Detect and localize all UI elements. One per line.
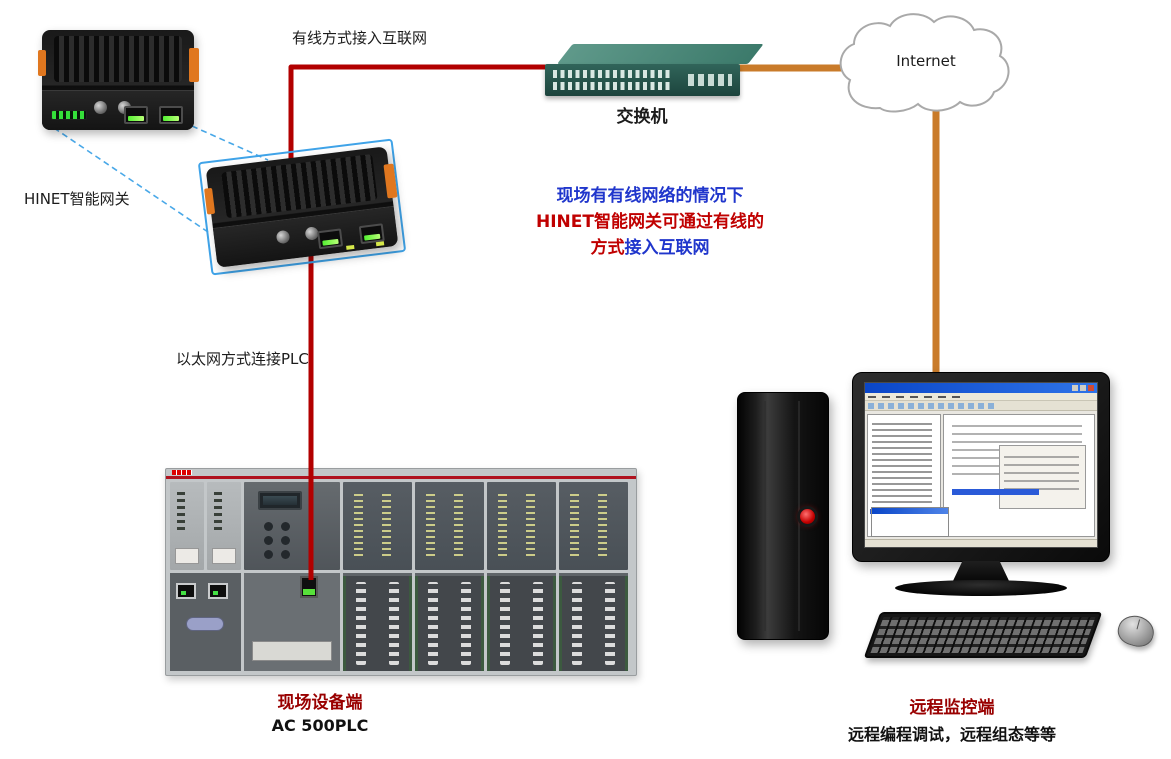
status-led-strip — [51, 110, 88, 120]
plc-terminal-block — [343, 573, 412, 671]
ethernet-port — [124, 106, 149, 124]
plc-power-module — [170, 482, 204, 570]
monitor-bezel — [852, 372, 1110, 562]
cpu-display — [258, 491, 302, 510]
callout-line-bottom — [53, 127, 209, 233]
internet-label: Internet — [896, 52, 956, 70]
app-statusbar — [865, 539, 1097, 547]
app-toolbar — [865, 401, 1097, 411]
note-line-2: HINET智能网关可通过有线的 — [536, 212, 764, 232]
switch-uplink-ports — [688, 74, 732, 86]
plc-cpu-module — [244, 482, 340, 570]
plc-red-stripe — [166, 476, 636, 479]
monitor-stand — [952, 561, 1010, 583]
app-menubar — [865, 393, 1097, 401]
antenna-connector — [275, 229, 291, 245]
gateway-vent-top — [54, 36, 182, 82]
plc-io-module — [487, 482, 556, 570]
plc-brand-mark — [172, 470, 192, 475]
cpu-keypad — [264, 522, 273, 531]
plc-lan-socket — [300, 576, 318, 598]
wired-access-note: 现场有有线网络的情况下 HINET智能网关可通过有线的 方式接入互联网 — [470, 183, 830, 261]
tower-panel-seam — [764, 401, 766, 631]
app-secondary-window — [871, 507, 949, 537]
plc-terminal-block — [487, 573, 556, 671]
keyboard — [863, 612, 1103, 658]
plc-comm-module — [207, 482, 241, 570]
plc-terminal-row — [170, 573, 632, 671]
hinet-gateway-enlarged — [205, 146, 399, 268]
pc-tower — [737, 392, 829, 640]
link-led — [346, 244, 355, 250]
plc-io-module — [559, 482, 628, 570]
site-subtitle: AC 500PLC — [271, 716, 369, 735]
plc-terminal-block — [415, 573, 484, 671]
app-work-area — [943, 414, 1095, 537]
switch-label: 交换机 — [616, 107, 668, 127]
wan-port — [317, 228, 344, 250]
note-line-1: 现场有有线网络的情况下 — [556, 186, 744, 206]
plc-io-module — [343, 482, 412, 570]
network-switch — [545, 44, 764, 96]
plc-link-label: 以太网方式连接PLC — [176, 350, 309, 368]
gateway-vent-top — [220, 154, 379, 219]
plc-wide-connector — [252, 641, 332, 661]
switch-port-rows — [553, 68, 673, 92]
gateway-orange-clip — [189, 48, 199, 82]
site-caption: 现场设备端 AC 500PLC — [200, 688, 440, 735]
pc-monitor — [852, 372, 1110, 602]
mouse — [1114, 611, 1158, 651]
note-line-3-blue: 接入互联网 — [624, 238, 710, 258]
site-title: 现场设备端 — [277, 693, 363, 713]
remote-caption: 远程监控端 远程编程调试，远程组态等等 — [787, 693, 1117, 745]
plc-ethernet-port — [176, 583, 196, 599]
remote-title: 远程监控端 — [909, 698, 995, 718]
tower-power-button — [800, 509, 815, 524]
ac500-plc — [165, 468, 637, 676]
plc-terminal-block — [559, 573, 628, 671]
app-properties-dialog — [999, 445, 1086, 509]
monitor-base — [895, 580, 1067, 596]
plc-dsub-connector — [186, 617, 224, 631]
antenna-connector — [93, 101, 107, 115]
note-line-3: 方式接入互联网 — [470, 235, 830, 261]
gateway-front-panel — [42, 90, 194, 130]
app-selected-row — [952, 489, 1039, 495]
plc-cpu-terminals — [244, 573, 340, 671]
app-window-titlebar — [865, 383, 1097, 393]
plc-module-row — [170, 482, 632, 570]
ethernet-port — [159, 106, 184, 124]
switch-front-face — [545, 64, 740, 96]
note-line-3-red: 方式 — [590, 238, 625, 258]
plc-ethernet-block — [170, 573, 241, 671]
hinet-gateway-small — [38, 30, 199, 130]
gateway-label: HINET智能网关 — [24, 190, 130, 208]
plc-ethernet-port — [208, 583, 228, 599]
lan-port — [359, 223, 386, 245]
gateway-orange-clip — [383, 163, 398, 199]
tower-panel-seam — [798, 401, 800, 631]
wired-link-label: 有线方式接入互联网 — [292, 29, 428, 47]
switch-top-face — [557, 44, 764, 64]
monitor-screen — [864, 382, 1098, 548]
remote-subtitle: 远程编程调试，远程组态等等 — [847, 725, 1056, 744]
gateway-callout-frame — [197, 138, 407, 276]
plc-io-module — [415, 482, 484, 570]
